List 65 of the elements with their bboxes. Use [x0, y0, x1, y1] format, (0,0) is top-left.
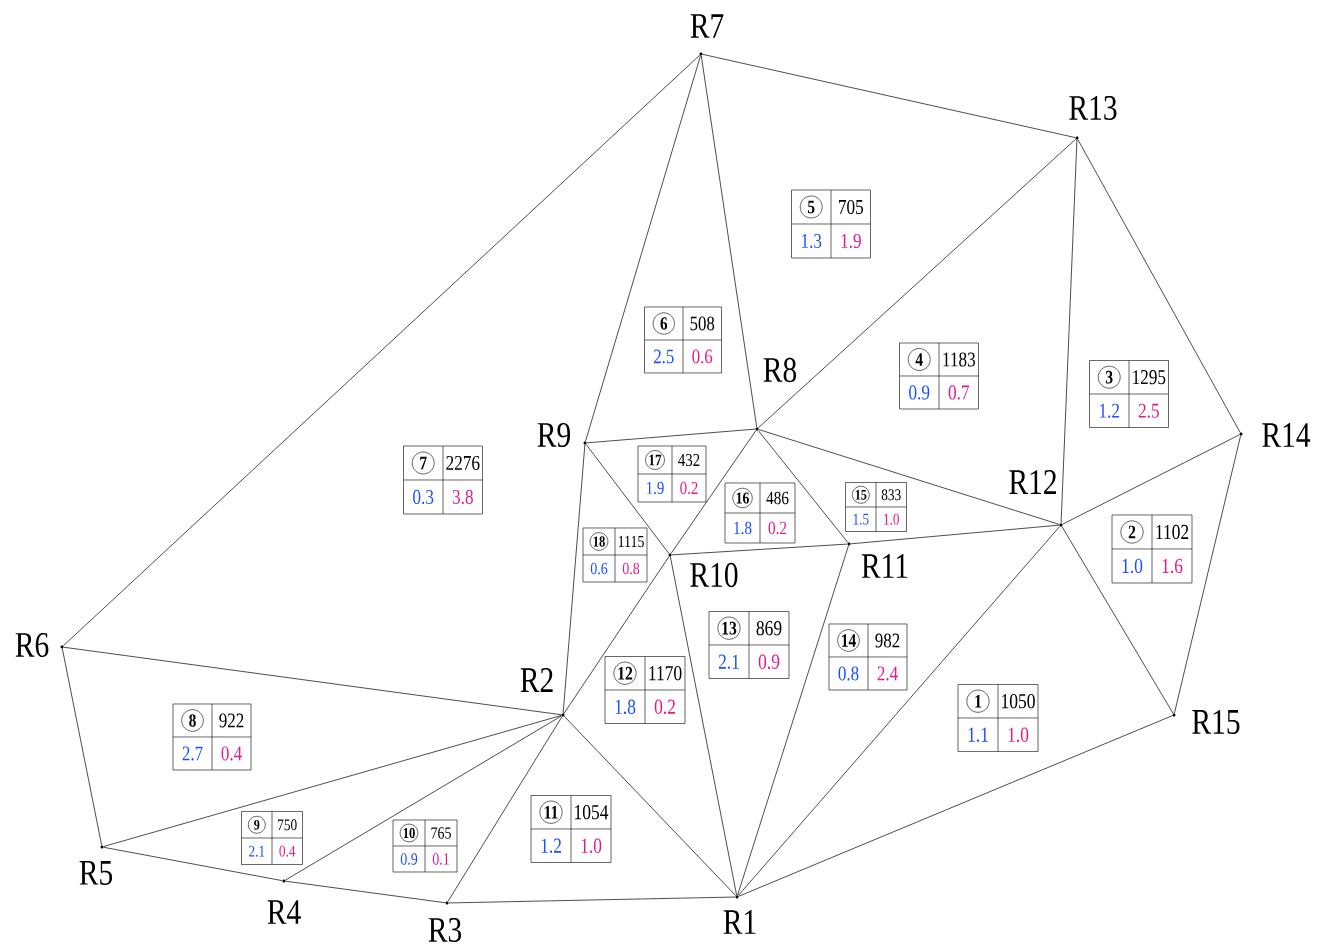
line [757, 429, 849, 543]
line [585, 444, 670, 554]
data-table: 1 1050 1.1 1.0 [957, 684, 1039, 752]
line [63, 646, 562, 716]
line [1077, 139, 1241, 433]
line [103, 846, 283, 881]
point-label: R8 [755, 357, 797, 431]
data-table: 9 750 2.1 0.4 [241, 811, 303, 865]
line [585, 55, 701, 442]
line [670, 430, 757, 554]
line [702, 54, 1076, 138]
line [1060, 139, 1078, 524]
line [738, 715, 1173, 897]
point-label: R7 [690, 14, 724, 56]
line [1062, 434, 1240, 525]
line [671, 543, 848, 556]
data-table: 2 1102 1.0 1.6 [1111, 514, 1193, 584]
line [448, 896, 736, 904]
data-table: 18 1115 0.6 0.8 [582, 527, 648, 583]
data-table: 15 833 1.5 1.0 [845, 482, 907, 532]
data-table: 13 869 2.1 0.9 [708, 611, 790, 679]
data-table: 17 432 1.9 0.2 [637, 445, 707, 503]
line [757, 138, 1077, 429]
point-label: R3 [428, 901, 462, 943]
line [285, 715, 562, 881]
data-table: 16 486 1.8 0.2 [724, 482, 796, 544]
point-label: R15 [1172, 709, 1240, 735]
line [758, 429, 1060, 525]
line [700, 55, 758, 428]
line [562, 444, 586, 714]
line [737, 525, 1061, 897]
data-table: 14 982 0.8 2.4 [828, 623, 908, 691]
line [850, 524, 1060, 545]
point-label: R2 [520, 668, 565, 717]
point-label: R5 [79, 845, 113, 885]
point-label: R10 [668, 553, 738, 588]
data-table: 7 2276 0.3 3.8 [403, 445, 483, 515]
line [1061, 526, 1174, 714]
point-label: R11 [847, 542, 908, 578]
point-label: R14 [1239, 423, 1311, 447]
line [586, 428, 756, 444]
line [563, 556, 670, 714]
point-label: R1 [723, 895, 756, 934]
line [563, 715, 737, 897]
data-table: 8 922 2.7 0.4 [172, 703, 252, 771]
line [670, 556, 738, 896]
data-table: 12 1170 1.8 0.2 [604, 656, 686, 724]
line [737, 545, 849, 896]
point-label: R13 [1069, 95, 1117, 140]
line [1174, 435, 1241, 714]
line [447, 716, 563, 902]
point-label: R12 [1009, 470, 1063, 527]
point-label: R4 [267, 879, 301, 924]
data-table: 6 508 2.5 0.6 [644, 306, 722, 374]
line [285, 880, 446, 904]
line [62, 648, 103, 846]
data-table: 4 1183 0.9 0.7 [899, 342, 979, 410]
point-label: R6 [15, 632, 64, 658]
data-table: 3 1295 1.2 2.5 [1089, 360, 1169, 428]
data-table: 11 1054 1.2 1.0 [530, 795, 612, 863]
line [62, 54, 701, 647]
data-table: 5 705 1.3 1.9 [791, 189, 871, 259]
data-table: 10 765 0.9 0.1 [392, 819, 458, 873]
line [103, 715, 562, 847]
point-label: R9 [537, 422, 587, 448]
